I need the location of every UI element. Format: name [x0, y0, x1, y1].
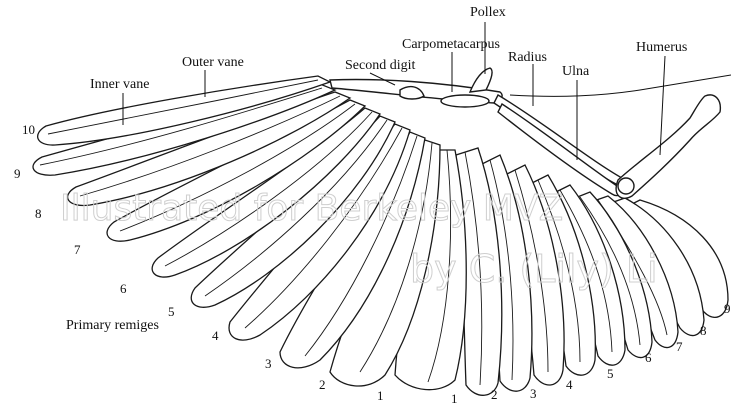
- label-carpometacarpus: Carpometacarpus: [402, 37, 500, 52]
- primary-number: 1: [377, 388, 384, 403]
- label-outer-vane: Outer vane: [182, 55, 244, 70]
- carpometacarpus-oval: [441, 95, 489, 107]
- elbow-joint: [618, 178, 634, 194]
- primary-number: 6: [120, 281, 127, 296]
- watermark-line-2: by C. (Lily) Li: [410, 247, 658, 291]
- primary-number: 2: [319, 377, 326, 392]
- label-ulna: Ulna: [562, 64, 590, 79]
- watermark-line-1: Illustrated for Berkeley MVZ: [60, 188, 563, 229]
- primary-number: 3: [265, 356, 272, 371]
- secondary-number: 3: [530, 386, 537, 401]
- secondary-number: 1: [451, 391, 458, 404]
- label-primary-remiges: Primary remiges: [66, 318, 159, 333]
- primary-number: 10: [22, 122, 35, 137]
- secondary-number: 8: [700, 323, 707, 338]
- secondary-number: 9: [724, 301, 731, 316]
- label-pollex: Pollex: [470, 5, 506, 20]
- primary-number: 7: [74, 242, 81, 257]
- primary-number: 8: [35, 206, 42, 221]
- primary-number: 5: [168, 304, 175, 319]
- secondary-number: 4: [566, 377, 573, 392]
- secondary-number: 2: [491, 387, 498, 402]
- secondary-number: 7: [676, 339, 683, 354]
- secondary-number: 5: [607, 366, 614, 381]
- primary-number: 4: [212, 328, 219, 343]
- primary-number: 9: [14, 166, 21, 181]
- label-second-digit: Second digit: [345, 58, 415, 73]
- secondary-number: 6: [645, 350, 652, 365]
- pollex-bone: [470, 68, 492, 92]
- primary-feathers: [33, 76, 466, 390]
- label-humerus: Humerus: [636, 40, 687, 55]
- wing-upper-contour: [510, 75, 731, 96]
- label-inner-vane: Inner vane: [90, 77, 149, 92]
- label-radius: Radius: [508, 50, 547, 65]
